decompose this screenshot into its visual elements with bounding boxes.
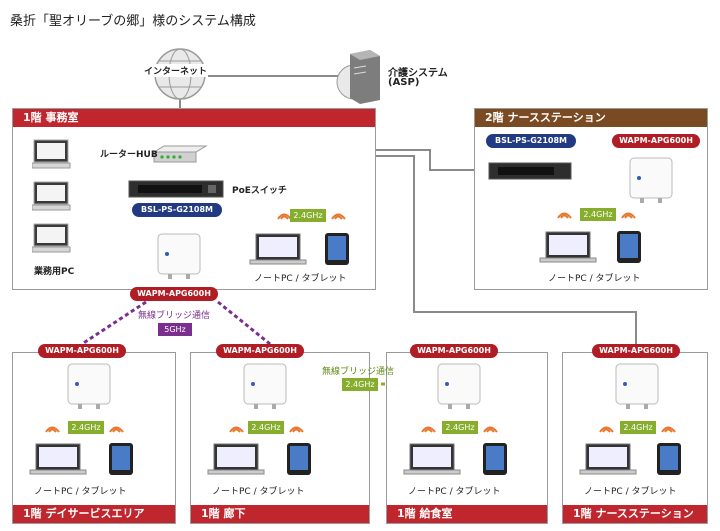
access-point-icon (437, 363, 481, 409)
band-24-tag: 2.4GHz (68, 421, 104, 434)
wifi-icon (661, 426, 676, 433)
laptop-icon (249, 233, 307, 265)
poe-model-tag: BSL-PS-G2108M (132, 203, 222, 217)
band-24-tag: 2.4GHz (442, 421, 478, 434)
wifi-icon (599, 426, 614, 433)
band-24-tag: 2.4GHz (342, 378, 378, 391)
bridge-label: 無線ブリッジ通信 (322, 367, 395, 377)
floor2-switch-model-tag: BSL-PS-G2108M (486, 134, 576, 148)
room-header: 1階 廊下 (191, 505, 369, 523)
devices-label: ノートPC / タブレット (584, 487, 677, 497)
router-hub-icon (152, 145, 208, 163)
wifi-icon (483, 426, 498, 433)
band-24-tag: 2.4GHz (620, 421, 656, 434)
access-point-icon (67, 363, 111, 409)
devices-label: ノートPC / タブレット (254, 274, 347, 284)
tablet-icon (287, 443, 311, 475)
wifi-icon (229, 426, 244, 433)
switch-icon (488, 162, 572, 180)
room-header: 1階 給食室 (387, 505, 547, 523)
band-24-tag: 2.4GHz (580, 208, 616, 221)
tablet-icon (657, 443, 681, 475)
wifi-icon (277, 213, 292, 220)
band-24-tag: 2.4GHz (248, 421, 284, 434)
ap-model-tag: WAPM-APG600H (216, 344, 304, 358)
ap-model-tag: WAPM-APG600H (38, 344, 126, 358)
asp-label-line1: 介護システム (388, 68, 448, 79)
wifi-icon (109, 426, 124, 433)
devices-label: ノートPC / タブレット (34, 487, 127, 497)
laptop-icon (29, 443, 87, 475)
ap-model-tag: WAPM-APG600H (592, 344, 680, 358)
poe-switch-icon (128, 180, 224, 198)
ap-model-tag: WAPM-APG600H (612, 134, 700, 148)
access-point-icon (243, 363, 287, 409)
tablet-icon (325, 233, 349, 265)
page-title: 桑折「聖オリーブの郷」様のシステム構成 (10, 14, 256, 29)
access-point-icon (615, 363, 659, 409)
tablet-icon (109, 443, 133, 475)
wifi-icon (421, 426, 436, 433)
access-point-icon (157, 233, 201, 279)
tablet-icon (483, 443, 507, 475)
router-label: ルーターHUB (100, 150, 158, 160)
devices-label: ノートPC / タブレット (548, 274, 641, 284)
access-point-icon (629, 157, 673, 203)
tablet-icon (617, 231, 641, 263)
laptop-icon (403, 443, 461, 475)
ap-model-tag: WAPM-APG600H (130, 287, 218, 301)
room-header: 1階 デイサービスエリア (13, 505, 175, 523)
wifi-icon (557, 212, 572, 219)
server-icon (336, 50, 380, 104)
laptop-icon (207, 443, 265, 475)
wifi-icon (45, 426, 60, 433)
bridge-line-right (217, 300, 271, 346)
internet-label: インターネット (143, 64, 209, 77)
devices-label: ノートPC / タブレット (408, 487, 501, 497)
devices-label: ノートPC / タブレット (212, 487, 305, 497)
asp-label-line2: (ASP) (388, 77, 420, 88)
business-pc-label: 業務用PC (34, 267, 75, 277)
wifi-icon (621, 212, 636, 219)
bridge-label: 無線ブリッジ通信 (138, 311, 211, 321)
wifi-icon (289, 426, 304, 433)
band-24-tag: 2.4GHz (290, 209, 326, 222)
desktop-pc-icon (32, 139, 71, 169)
bridge-line-left (81, 300, 147, 346)
wifi-icon (331, 213, 346, 220)
office-header: 1階 事務室 (13, 109, 375, 127)
desktop-pc-icon (32, 181, 71, 211)
floor2-header: 2階 ナースステーション (475, 109, 707, 127)
ap-model-tag: WAPM-APG600H (410, 344, 498, 358)
poe-switch-label: PoEスイッチ (232, 186, 287, 196)
room-header: 1階 ナースステーション (563, 505, 707, 523)
laptop-icon (579, 443, 637, 475)
band-5-tag: 5GHz (158, 323, 192, 336)
desktop-pc-icon (32, 223, 71, 253)
laptop-icon (539, 231, 597, 263)
